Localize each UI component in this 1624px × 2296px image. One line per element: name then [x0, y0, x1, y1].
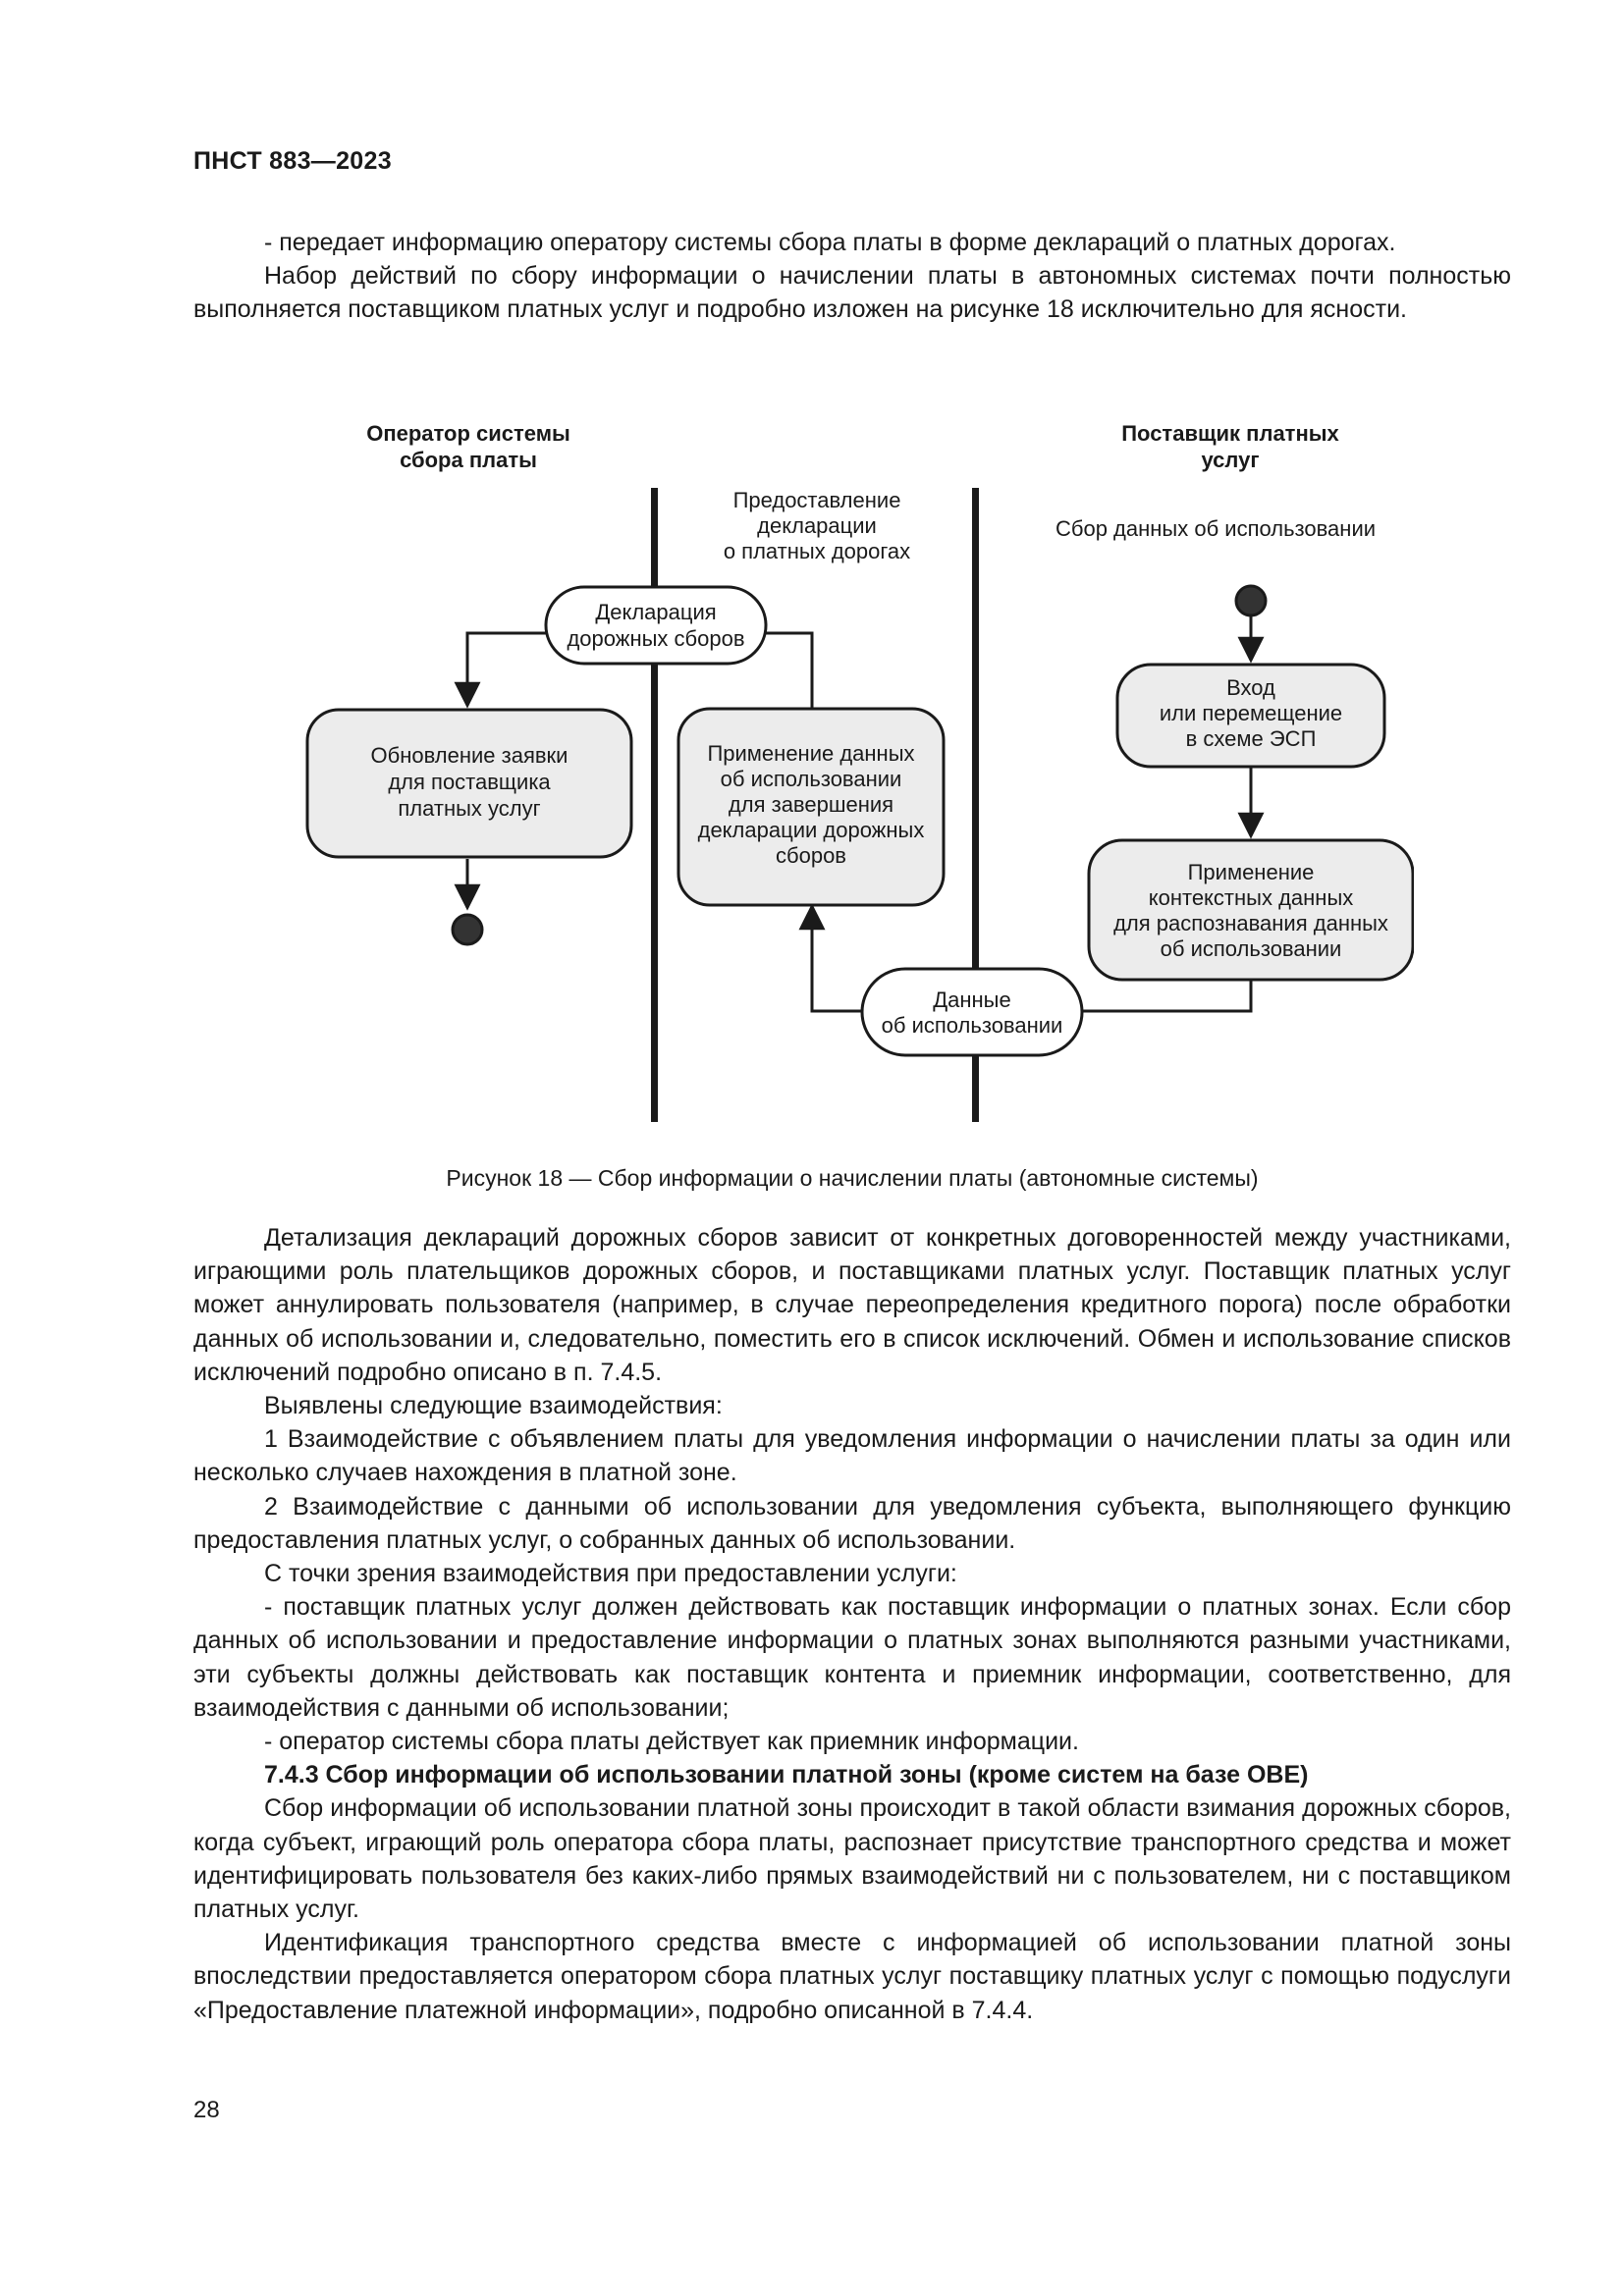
object-declaration: [544, 585, 768, 666]
document-id-header: ПНСТ 883—2023: [193, 147, 392, 175]
lane-label-provider: Сбор данных об использовании: [1056, 516, 1376, 541]
lane-title-operator-line2: сбора платы: [400, 448, 537, 472]
object-usage-data-line1: Данные: [933, 988, 1010, 1012]
activity-update: [305, 708, 633, 859]
object-declaration-line2: дорожных сборов: [567, 626, 744, 651]
activity-update-line2: для поставщика: [388, 770, 551, 794]
activity-entry-line1: Вход: [1226, 675, 1275, 700]
activity-apply-usage-line1: Применение данных: [707, 741, 914, 766]
activity-update-line1: Обновление заявки: [371, 743, 568, 768]
activity-context-line4: об использовании: [1161, 936, 1342, 961]
final-node: [451, 913, 484, 946]
page-number: 28: [193, 2097, 220, 2123]
paragraph: С точки зрения взаимодействия при предос…: [264, 1560, 957, 1588]
lane-label-middle-line3: о платных дорогах: [724, 539, 910, 563]
paragraph: Сбор информации об использовании платной…: [193, 1794, 1511, 1924]
connector-context-to-usage: [1082, 979, 1253, 1013]
activity-apply-usage: [677, 707, 946, 907]
intro-text: - передает информацию оператору системы …: [193, 226, 1511, 327]
activity-entry-line2: или перемещение: [1160, 701, 1342, 725]
paragraph: - передает информацию оператору системы …: [264, 229, 1396, 256]
connector-declaration-to-update: [454, 631, 546, 709]
activity-apply-usage-line4: декларации дорожных: [698, 818, 925, 842]
lane-label-middle-line2: декларации: [757, 513, 877, 538]
lane-title-operator-line1: Оператор системы: [366, 421, 570, 446]
paragraph: - оператор системы сбора платы действует…: [264, 1728, 1079, 1756]
activity-update-line3: платных услуг: [398, 796, 540, 821]
object-usage-data-line2: об использовании: [882, 1013, 1063, 1038]
paragraph: Детализация деклараций дорожных сборов з…: [193, 1224, 1511, 1386]
lane-label-middle-line1: Предоставление: [733, 488, 901, 512]
paragraph: 2 Взаимодействие с данными об использова…: [193, 1492, 1511, 1554]
activity-entry-line3: в схеме ЭСП: [1186, 726, 1317, 751]
section-heading: 7.4.3 Сбор информации об использовании п…: [264, 1761, 1309, 1789]
paragraph: 1 Взаимодействие с объявлением платы для…: [193, 1425, 1511, 1487]
activity-apply-usage-line3: для завершения: [729, 792, 893, 817]
paragraph: Идентификация транспортного средства вме…: [193, 1929, 1511, 2024]
connector-declaration-to-apply: [766, 631, 814, 717]
lane-separator-right: [972, 488, 979, 1122]
object-declaration-line1: Декларация: [595, 600, 716, 624]
activity-context: [1087, 838, 1414, 982]
activity-entry: [1115, 663, 1386, 769]
lane-title-provider-line2: услуг: [1201, 448, 1259, 472]
activity-apply-usage-line5: сборов: [776, 843, 846, 868]
activity-apply-usage-line2: об использовании: [721, 767, 902, 791]
activity-diagram: Оператор системы сбора платы Поставщик п…: [295, 407, 1414, 1144]
activity-context-line3: для распознавания данных: [1113, 911, 1388, 935]
paragraph: Набор действий по сбору информации о нач…: [193, 262, 1511, 324]
figure-caption: Рисунок 18 — Сбор информации о начислени…: [446, 1165, 1259, 1191]
paragraph: Выявлены следующие взаимодействия:: [264, 1392, 723, 1420]
lane-title-provider-line1: Поставщик платных: [1121, 421, 1339, 446]
activity-context-line2: контекстных данных: [1149, 885, 1354, 910]
initial-node: [1234, 584, 1268, 617]
connector-usage-to-apply: [798, 903, 862, 1013]
paragraph: - поставщик платных услуг должен действо…: [193, 1593, 1511, 1722]
object-usage-data: [860, 967, 1084, 1057]
lane-separator-left: [651, 488, 658, 1122]
body-text: Детализация деклараций дорожных сборов з…: [193, 1221, 1511, 2027]
activity-context-line1: Применение: [1188, 860, 1315, 884]
